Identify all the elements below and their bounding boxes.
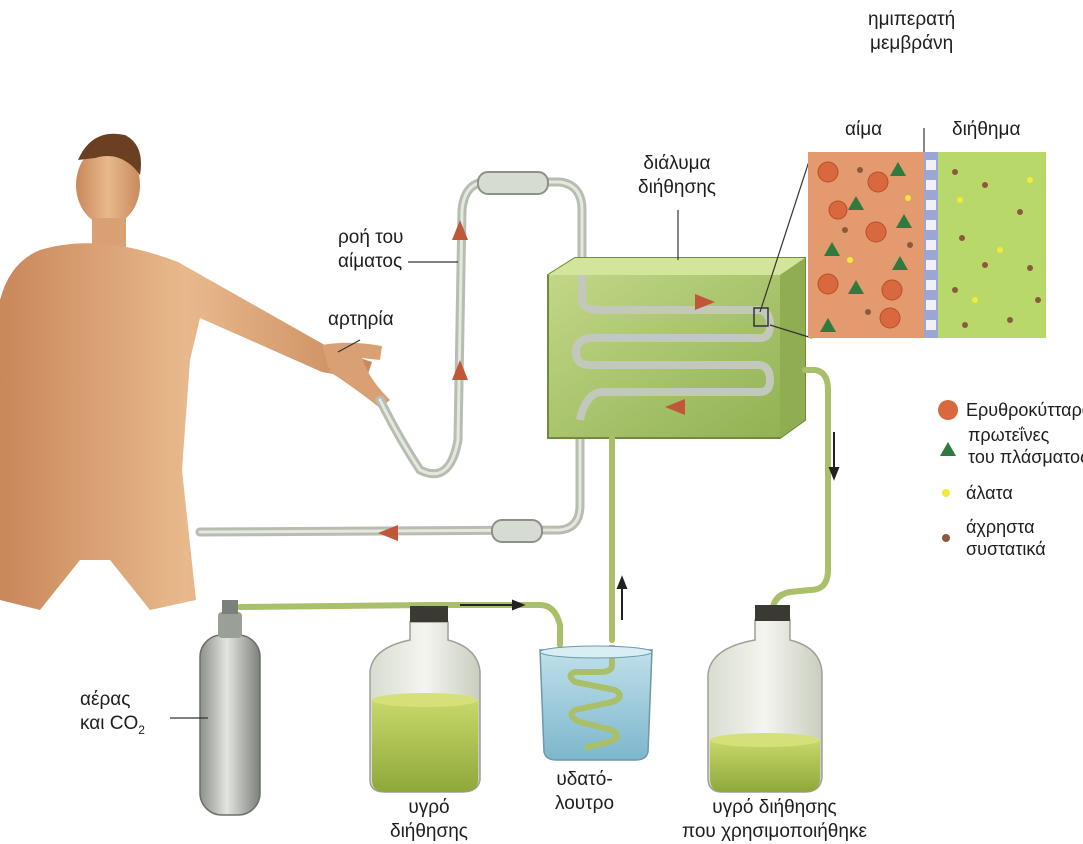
- legend-proteins-line2: του πλάσματος: [968, 446, 1083, 468]
- fluid-label: υγρό διήθησης: [390, 796, 468, 844]
- water-bath: [540, 645, 652, 760]
- gas-cylinder: [200, 600, 260, 815]
- water-bath-line2: λουτρο: [555, 792, 614, 816]
- used-fluid-label: υγρό διήθησης που χρησιμοποιήθηκε: [682, 796, 867, 844]
- waste-dot-icon: [942, 534, 950, 542]
- legend-symbols: [938, 400, 958, 542]
- blood-label: αίμα: [845, 118, 882, 142]
- water-bath-label: υδατό- λουτρο: [555, 768, 614, 816]
- legend-proteins-line1: πρωτεΐνες: [968, 424, 1083, 446]
- filter-top: [478, 172, 548, 194]
- legend-salts: άλατα: [966, 482, 1013, 504]
- legend-proteins: πρωτεΐνες του πλάσματος: [968, 424, 1083, 468]
- red-cell-icon: [938, 400, 958, 420]
- water-bath-line1: υδατό-: [555, 768, 614, 792]
- fluid-line2: διήθησης: [390, 820, 468, 844]
- dialysis-solution-line1: διάλυμα: [638, 152, 716, 176]
- blood-flow-line2: αίματος: [338, 250, 403, 274]
- arrow-up-2: [452, 360, 468, 380]
- dialysis-solution-line2: διήθησης: [638, 176, 716, 200]
- membrane-label-line2: μεμβράνη: [868, 32, 955, 56]
- membrane-label-line1: ημιπερατή: [868, 8, 955, 32]
- blood-flow-line1: ροή του: [338, 226, 403, 250]
- used-fluid-line1: υγρό διήθησης: [682, 796, 867, 820]
- artery-label: αρτηρία: [328, 308, 394, 332]
- air-co2-label: αέρας και CO2: [80, 688, 145, 742]
- dialysate-label: διήθημα: [952, 118, 1020, 142]
- filter-bottom: [492, 520, 542, 542]
- human-figure: [0, 134, 390, 610]
- air-co2-line1: αέρας: [80, 688, 145, 712]
- air-co2-line2: και CO: [80, 713, 138, 734]
- protein-triangle-icon: [940, 442, 956, 456]
- legend-waste: άχρηστα συστατικά: [966, 516, 1046, 560]
- venous-tube: [200, 420, 580, 532]
- co2-subscript: 2: [138, 723, 145, 737]
- used-fluid-line2: που χρησιμοποιήθηκε: [682, 820, 867, 844]
- membrane-label: ημιπερατή μεμβράνη: [868, 8, 955, 56]
- dialysis-solution-label: διάλυμα διήθησης: [638, 152, 716, 200]
- blood-flow-label: ροή του αίματος: [338, 226, 403, 274]
- legend-waste-line2: συστατικά: [966, 538, 1046, 560]
- fluid-line1: υγρό: [390, 796, 468, 820]
- salt-dot-icon: [942, 489, 950, 497]
- legend-red-cells: Ερυθροκύτταρα: [966, 399, 1083, 421]
- legend-waste-line1: άχρηστα: [966, 516, 1046, 538]
- fluid-bottle: [370, 606, 480, 792]
- used-fluid-bottle: [708, 605, 822, 792]
